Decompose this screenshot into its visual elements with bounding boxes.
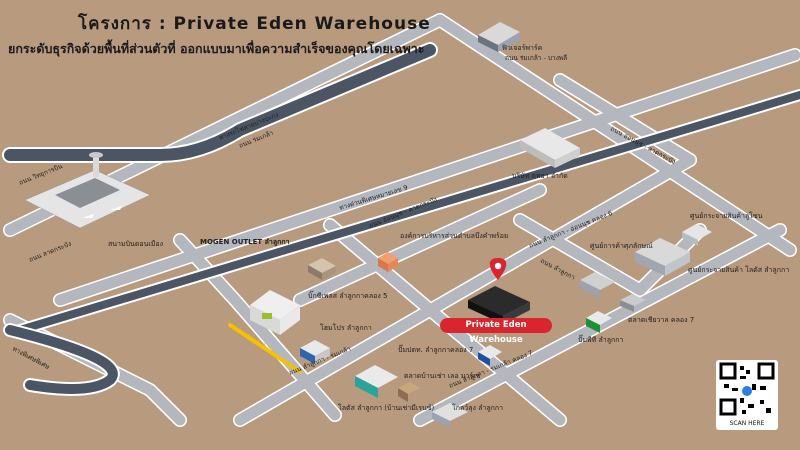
location-pin-icon <box>489 258 507 280</box>
highlight-route <box>228 323 302 374</box>
global-house-icon <box>432 403 468 428</box>
qr-code[interactable]: SCAN HERE <box>716 360 778 430</box>
distribution-center-lusion-icon <box>635 224 712 276</box>
warehouse-rittha-icon <box>520 128 580 168</box>
road-label: ทางพิเศษพิเศษ <box>11 345 52 372</box>
airport-icon <box>24 152 151 229</box>
place-label: บริษัท ฤทธา จำกัด <box>512 172 568 180</box>
place-label: ฟิวเจอร์พาร์ค <box>502 44 543 52</box>
place-label: บิ๊กซีเพลส ลำลูกกาคลอง 5 <box>308 290 387 300</box>
place-label: โฮมโปร ลำลูกกา <box>320 323 372 332</box>
road-label: ถนน ร่มเกล้า - บางพลี <box>505 54 567 62</box>
obt-office-icon <box>378 252 398 272</box>
shopping-center-icon <box>580 272 615 298</box>
landmarks <box>24 22 712 428</box>
place-label: ปั๊มพีที ลำลูกกา <box>578 334 623 344</box>
road-label: ถนน วิทยุการบิน <box>18 162 64 187</box>
future-park-icon <box>478 22 520 52</box>
qr-code-icon <box>719 362 775 416</box>
mogen-outlet-icon <box>308 258 336 280</box>
place-label: ศูนย์กระจายสินค้า โลตัส ลำลูกกา <box>688 265 789 274</box>
pt-gas-station-icon <box>586 311 612 333</box>
place-label: ปั๊มปตท. ลำลูกกาคลอง 7 <box>398 344 473 354</box>
place-label: ตลาดเชียวาล คลอง 7 <box>628 316 694 324</box>
market-icon <box>620 294 646 312</box>
qr-caption: SCAN HERE <box>729 420 765 427</box>
place-label: ศูนย์การค้าศุภลักษณ์ <box>590 242 653 250</box>
place-label: ตลาดบ้านเช่า เลอ มาร์เช่ <box>404 372 481 380</box>
ptt-gas-station-icon <box>478 345 502 366</box>
road-label: ถนน ลำลูกกา <box>539 257 577 282</box>
place-label: สนามบินดอนเมือง <box>108 240 163 248</box>
place-label: MOGEN OUTLET ลำลูกกา <box>200 238 290 247</box>
place-label: องค์การบริหารส่วนตำบลบึงคำพร้อย <box>400 231 508 240</box>
lotus-store-icon <box>355 365 398 398</box>
homepro-icon <box>300 340 330 364</box>
page-title: โครงการ : Private Eden Warehouse <box>78 14 431 34</box>
project-banner: Private Eden Warehouse <box>440 318 552 345</box>
place-label: โลตัส ลำลูกกา (บ้านเช่ามีเรนซ์) <box>338 403 435 412</box>
page-subtitle: ยกระดับธุรกิจด้วยพื้นที่ส่วนตัวที่ ออกแบ… <box>8 41 425 56</box>
road-label: ถนน ลาดกระบัง <box>28 240 73 264</box>
le-marche-icon <box>398 382 420 402</box>
place-label: ศูนย์กระจายสินค้าลูโซน <box>690 211 763 220</box>
road-network <box>2 13 800 427</box>
place-label: โกลว์ลุง ลำลูกกา <box>452 403 503 412</box>
big-c-place-icon <box>250 290 300 335</box>
